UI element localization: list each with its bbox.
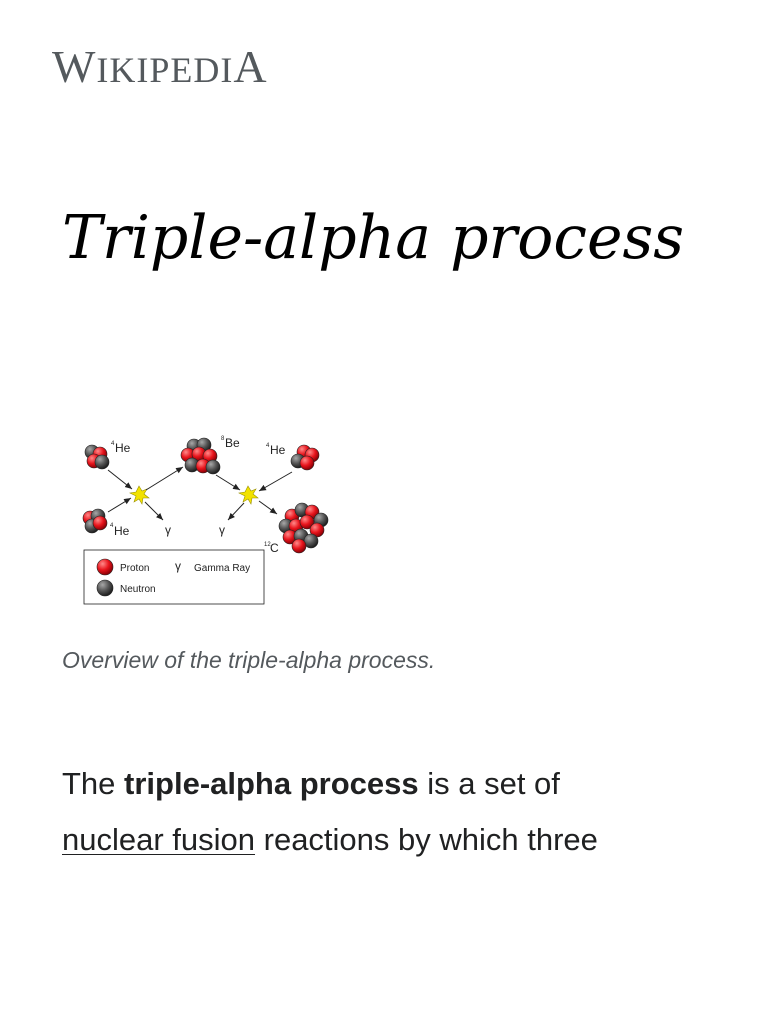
reaction-arrow <box>107 469 133 490</box>
lead-paragraph: The triple-alpha process is a set of nucl… <box>62 756 722 868</box>
carbon-label: C <box>270 541 279 555</box>
beryllium-label: Be <box>225 436 240 450</box>
mass-number-label: 4 <box>266 443 270 449</box>
diagram-legend: Proton γ Gamma Ray Neutron <box>83 549 265 605</box>
reaction-burst-right <box>238 485 259 505</box>
wordmark-letter-a: A <box>233 41 268 92</box>
lead-text: The <box>62 766 125 801</box>
nuclear-fusion-link[interactable]: nuclear fusion <box>62 822 256 857</box>
wikipedia-wordmark[interactable]: WIKIPEDIA <box>52 42 268 95</box>
mass-number-label: 4 <box>110 523 114 529</box>
helium-4-nucleus-top-right <box>290 444 320 471</box>
carbon-12-nucleus <box>278 502 329 554</box>
figure-caption: Overview of the triple-alpha process. <box>62 647 436 673</box>
neutron-legend-swatch <box>96 579 114 597</box>
legend-proton-label: Proton <box>120 563 149 574</box>
helium-label: He <box>114 524 130 538</box>
reaction-arrow <box>144 501 164 521</box>
lead-bold-term: triple-alpha process <box>124 766 419 801</box>
lead-text: is a set of <box>418 766 560 801</box>
reaction-arrow <box>215 474 241 491</box>
legend-gamma-symbol: γ <box>175 559 181 573</box>
legend-neutron-label: Neutron <box>120 584 156 595</box>
lead-text: reactions by which three <box>255 822 598 857</box>
helium-4-nucleus-bottom-left <box>82 508 108 534</box>
reaction-arrow <box>258 471 293 492</box>
wordmark-letter-w: W <box>52 41 97 92</box>
helium-label: He <box>270 443 286 457</box>
triple-alpha-diagram[interactable]: 4 He 4 He 8 Be 4 He <box>70 430 340 610</box>
wordmark-middle: IKIPEDI <box>96 50 234 90</box>
gamma-ray-label: γ <box>219 523 225 537</box>
helium-4-nucleus-top-left <box>84 444 110 470</box>
diagram-svg: 4 He 4 He 8 Be 4 He <box>82 436 329 605</box>
gamma-ray-label: γ <box>165 523 171 537</box>
mass-number-label: 8 <box>221 436 225 442</box>
reaction-arrow <box>258 500 278 515</box>
helium-label: He <box>115 441 131 455</box>
mass-number-label: 12 <box>264 542 271 548</box>
mass-number-label: 4 <box>111 441 115 447</box>
reaction-burst-left <box>129 485 150 505</box>
reaction-arrow <box>145 466 184 491</box>
reaction-arrow <box>107 497 132 513</box>
proton-legend-swatch <box>96 558 114 576</box>
reaction-arrow <box>227 502 245 521</box>
page-title: Triple-alpha process <box>62 203 685 273</box>
legend-gamma-label: Gamma Ray <box>194 563 250 574</box>
beryllium-8-nucleus <box>180 437 221 475</box>
